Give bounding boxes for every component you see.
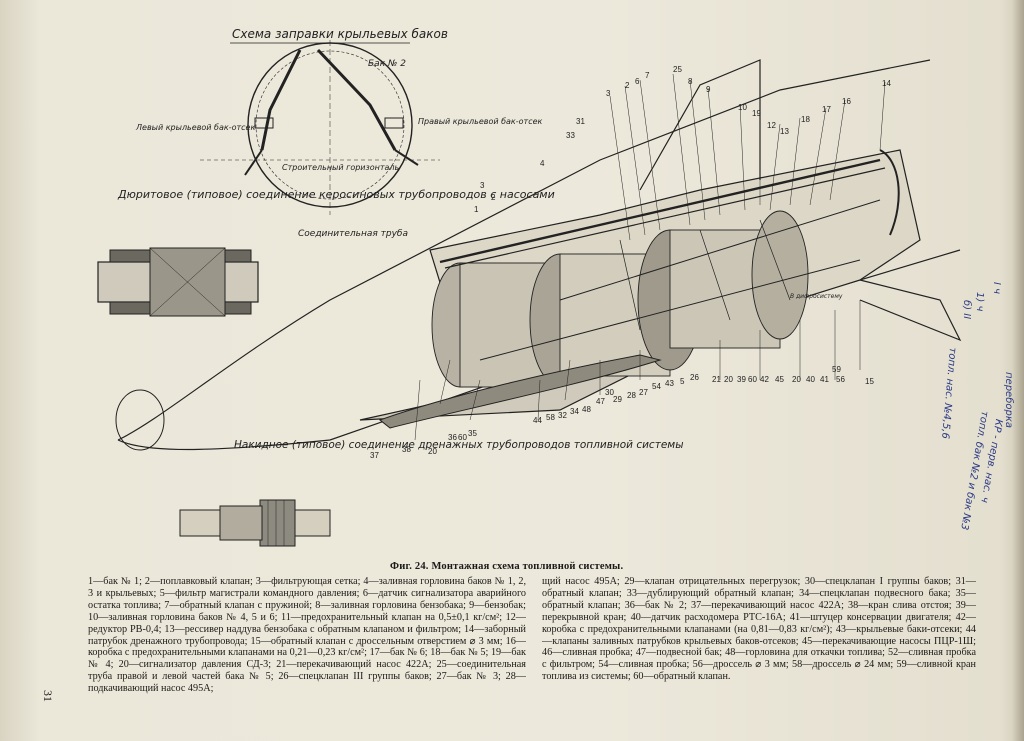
callout-58: 58 bbox=[546, 413, 555, 422]
callout-17: 17 bbox=[822, 105, 831, 114]
right-wing-tank-label: Правый крыльевой бак-отсек bbox=[418, 117, 543, 126]
handwritten-note-2: 1) ч bbox=[974, 292, 985, 312]
union-connection-detail: Накидное (типовое) соединение дренажных … bbox=[179, 439, 684, 547]
construction-horizon-label: Строительный горизонталь bbox=[282, 163, 400, 172]
page-number: 31 bbox=[41, 690, 55, 702]
handwritten-note-4: переборка bbox=[1003, 372, 1014, 428]
callout-29: 29 bbox=[613, 395, 622, 404]
callout-38: 38 bbox=[402, 445, 411, 454]
callout-59: 59 bbox=[832, 365, 841, 374]
callout-numbers: 25 2 6 7 3 8 9 10 19 12 13 18 17 16 14 3… bbox=[370, 65, 891, 460]
callout-32: 32 bbox=[558, 411, 567, 420]
handwritten-note-3: б) II bbox=[961, 300, 972, 320]
callout-13: 13 bbox=[780, 127, 789, 136]
callout-6: 6 bbox=[635, 77, 640, 86]
callout-27: 27 bbox=[639, 388, 648, 397]
callout-39: 39 bbox=[737, 375, 746, 384]
callout-54: 54 bbox=[652, 382, 661, 391]
callout-60b: 60 bbox=[748, 375, 757, 384]
bak2-label: Бак № 2 bbox=[368, 59, 406, 69]
legend-left-column: 1—бак № 1; 2—поплавковый клапан; 3—фильт… bbox=[88, 576, 526, 695]
callout-56: 56 bbox=[836, 375, 845, 384]
fuel-tanks bbox=[431, 149, 900, 388]
callout-5: 5 bbox=[680, 377, 685, 386]
union-title: Накидное (типовое) соединение дренажных … bbox=[234, 439, 684, 451]
callout-36: 36 bbox=[448, 433, 457, 442]
callout-1: 1 bbox=[474, 205, 479, 214]
callout-31: 31 bbox=[576, 117, 585, 126]
callout-26: 26 bbox=[690, 373, 699, 382]
callout-2b: 2 bbox=[491, 193, 496, 202]
callout-28: 28 bbox=[627, 391, 636, 400]
callout-40: 40 bbox=[806, 375, 815, 384]
callout-2: 2 bbox=[625, 81, 630, 90]
callout-35: 35 bbox=[468, 429, 477, 438]
callout-44: 44 bbox=[533, 416, 542, 425]
callout-43: 43 bbox=[665, 379, 674, 388]
figure-caption: Фиг. 24. Монтажная схема топливной систе… bbox=[390, 561, 624, 572]
durite-connection-detail: Дюритовое (типовое) соединение керосинов… bbox=[97, 188, 555, 317]
callout-leader-lines bbox=[414, 73, 886, 441]
callout-33: 33 bbox=[566, 131, 575, 140]
callout-42: 42 bbox=[760, 375, 769, 384]
callout-20c: 20 bbox=[792, 375, 801, 384]
callout-3: 3 bbox=[606, 89, 611, 98]
page-binding-shadow bbox=[1012, 0, 1024, 741]
callout-47: 47 bbox=[596, 397, 605, 406]
callout-34: 34 bbox=[570, 407, 579, 416]
callout-45: 45 bbox=[775, 375, 784, 384]
callout-14: 14 bbox=[882, 79, 891, 88]
callout-41: 41 bbox=[820, 375, 829, 384]
legend-right-column: щий насос 495А; 29—клапан отрицательных … bbox=[542, 576, 976, 683]
callout-9: 9 bbox=[706, 85, 711, 94]
callout-18: 18 bbox=[801, 115, 810, 124]
durite-title: Дюритовое (типовое) соединение керосинов… bbox=[117, 188, 555, 201]
callout-30: 30 bbox=[605, 388, 614, 397]
left-wing-tank-label: Левый крыльевой бак-отсек bbox=[135, 123, 255, 132]
callout-15: 15 bbox=[865, 377, 874, 386]
callout-20b: 20 bbox=[724, 375, 733, 384]
callout-20: 20 bbox=[428, 447, 437, 456]
callout-37: 37 bbox=[370, 451, 379, 460]
wing-tank-refuel-inset: Схема заправки крыльевых баков Бак № 2 Л… bbox=[135, 27, 543, 239]
fuel-system-diagram: Схема заправки крыльевых баков Бак № 2 Л… bbox=[97, 27, 962, 547]
callout-60: 60 bbox=[458, 433, 467, 442]
callout-16: 16 bbox=[842, 97, 851, 106]
handwritten-note-1: I ч bbox=[991, 282, 1002, 295]
callout-25: 25 bbox=[673, 65, 682, 74]
callout-4: 4 bbox=[540, 159, 545, 168]
inset-title: Схема заправки крыльевых баков bbox=[232, 27, 448, 41]
connecting-pipe-label: Соединительная труба bbox=[298, 229, 408, 239]
callout-12: 12 bbox=[767, 121, 776, 130]
callout-48: 48 bbox=[582, 405, 591, 414]
callout-7: 7 bbox=[645, 71, 650, 80]
to-pressure-label: В дифросистему bbox=[790, 293, 843, 300]
callout-21: 21 bbox=[712, 375, 721, 384]
callout-8: 8 bbox=[688, 77, 693, 86]
callout-3b: 3 bbox=[480, 181, 485, 190]
callout-19: 19 bbox=[752, 109, 761, 118]
drop-tank bbox=[378, 354, 662, 429]
callout-10: 10 bbox=[738, 103, 747, 112]
